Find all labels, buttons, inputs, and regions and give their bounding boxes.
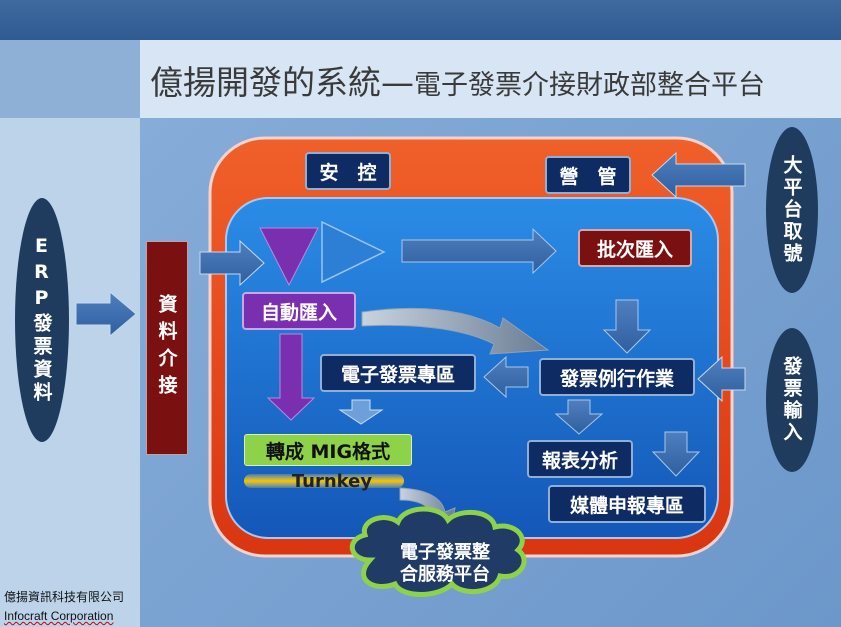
arrow-to-batch — [401, 227, 557, 275]
title-sub: 電子發票介接財政部整合平台 — [414, 70, 765, 101]
media-report-zone-box: 媒體申報專區 — [548, 485, 706, 523]
invoice-input-node: 發票輸入 — [766, 328, 818, 472]
purple-triangle — [259, 227, 319, 287]
cloud-line-2: 合服務平台 — [400, 564, 490, 585]
arrow-interface-to-flow — [199, 239, 265, 287]
title-bar — [140, 40, 841, 118]
auto-import-box: 自動匯入 — [242, 292, 356, 330]
arrow-input-to-routine — [697, 355, 746, 403]
report-analysis-box: 報表分析 — [527, 440, 633, 478]
arrow-platform-to-ops — [651, 151, 746, 199]
data-interface-label: 資料介接 — [155, 294, 178, 402]
turnkey-label: Turnkey — [291, 470, 373, 492]
arrow-to-media — [651, 431, 701, 477]
platform-id-node: 大平台取號 — [766, 127, 818, 293]
mig-convert-box: 轉成 MIG格式 — [244, 434, 412, 466]
turnkey-bar — [244, 474, 404, 488]
integration-platform-text: 電子發票整 合服務平台 — [380, 542, 510, 586]
arrow-auto-to-mig — [266, 333, 316, 421]
data-interface-box: 資料介接 — [146, 241, 188, 455]
blue-triangle — [321, 220, 386, 284]
invoice-input-label: 發票輸入 — [780, 356, 803, 444]
company-footer: 億揚資訊科技有限公司 Infocraft Corporation — [4, 588, 124, 626]
page-title: 億揚開發的系統—電子發票介接財政部整合平台 — [150, 56, 840, 106]
routine-ops-box: 發票例行作業 — [539, 358, 695, 396]
arrow-auto-to-routine — [361, 307, 550, 355]
security-box: 安 控 — [305, 152, 391, 190]
erp-invoice-data-label: ERP發票資料 — [30, 235, 53, 405]
arrow-zone-down — [338, 399, 384, 425]
erp-invoice-data-node: ERP發票資料 — [15, 198, 69, 442]
company-name-en: Infocraft Corporation — [4, 609, 114, 623]
arrow-routine-to-report — [554, 399, 604, 435]
arrow-routine-to-zone — [483, 355, 529, 399]
arrow-batch-to-routine — [602, 299, 652, 354]
cloud-shape — [350, 506, 527, 597]
einvoice-zone-box: 電子發票專區 — [320, 354, 476, 392]
platform-id-label: 大平台取號 — [780, 155, 803, 265]
batch-import-box: 批次匯入 — [578, 229, 692, 267]
cloud-line-1: 電子發票整 — [400, 542, 490, 563]
arrow-erp-to-interface — [75, 290, 137, 338]
title-main: 億揚開發的系統— — [150, 63, 414, 102]
top-banner — [0, 0, 841, 40]
company-name-zh: 億揚資訊科技有限公司 — [4, 590, 125, 604]
operations-box: 營 管 — [545, 156, 631, 194]
